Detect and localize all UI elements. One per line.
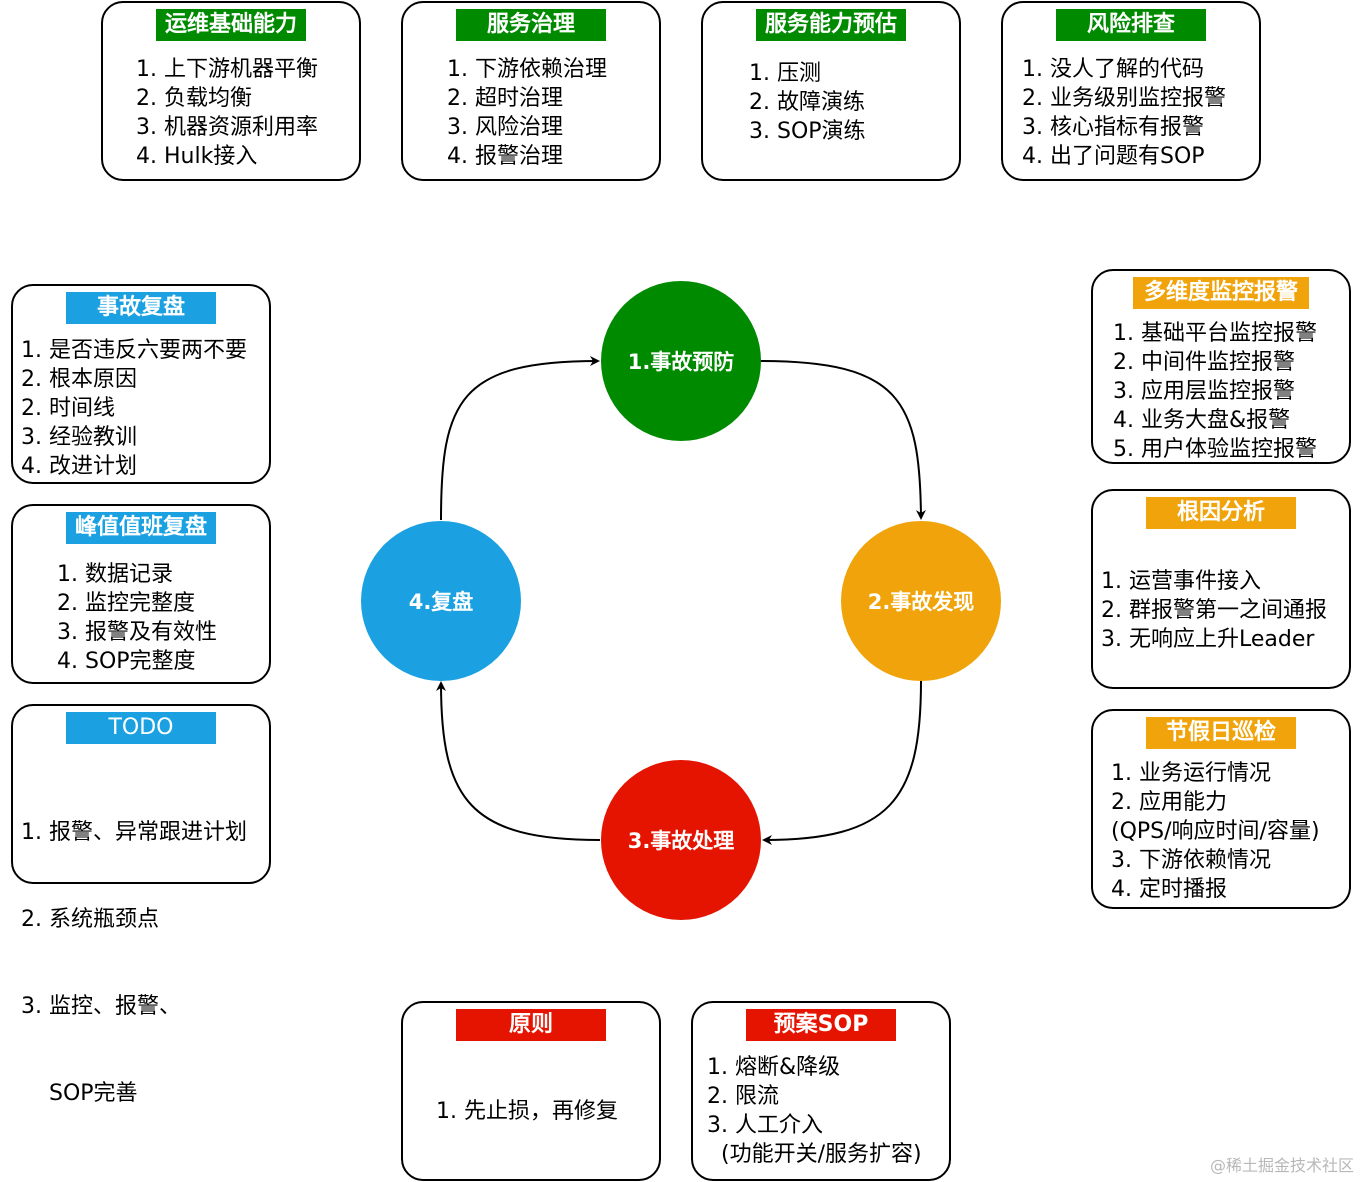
multi-dim-monitor-box: 多维度监控报警 1. 基础平台监控报警 2. 中间件监控报警 3. 应用层监控报… [1091,269,1351,464]
incident-review-title: 事故复盘 [66,292,216,324]
todo-title: TODO [66,712,216,744]
list-item: 1. 运营事件接入 [1101,569,1261,594]
cycle-prevent-node: 1.事故预防 [601,281,761,441]
cycle-review-label: 4.复盘 [408,590,474,614]
list-item: 2. 限流 [707,1084,779,1109]
list-item: (QPS/响应时间/容量) [1111,819,1320,844]
ops-capability-title: 运维基础能力 [156,9,306,41]
holiday-inspection-list: 1. 业务运行情况 2. 应用能力 (QPS/响应时间/容量) 3. 下游依赖情… [1111,759,1320,904]
list-item: 2. 故障演练 [749,90,865,115]
list-item: 2. 负载均衡 [136,86,252,111]
contingency-sop-list: 1. 熔断&降级 2. 限流 3. 人工介入 (功能开关/服务扩容) [707,1053,922,1169]
service-governance-title: 服务治理 [456,9,606,41]
risk-check-title: 风险排查 [1056,9,1206,41]
list-item: 1. 是否违反六要两不要 [21,338,247,363]
list-item: 4. 改进计划 [21,454,137,479]
list-item: 3. 人工介入 [707,1113,823,1138]
list-item: 4. SOP完整度 [57,649,196,674]
list-item: SOP完善 [21,1081,138,1106]
capacity-estimate-title: 服务能力预估 [756,9,906,41]
root-cause-list: 1. 运营事件接入 2. 群报警第一之间通报 3. 无响应上升Leader [1101,567,1327,654]
list-item: 3. 应用层监控报警 [1113,379,1295,404]
cycle-detect-label: 2.事故发现 [867,590,975,614]
multi-dim-monitor-title: 多维度监控报警 [1133,277,1309,309]
service-governance-list: 1. 下游依赖治理 2. 超时治理 3. 风险治理 4. 报警治理 [447,55,607,171]
principle-title: 原则 [456,1009,606,1041]
cycle-handle-node: 3.事故处理 [601,760,761,920]
watermark: @稀土掘金技术社区 [1209,1156,1354,1175]
peak-duty-review-box: 峰值值班复盘 1. 数据记录 2. 监控完整度 3. 报警及有效性 4. SOP… [11,504,271,684]
cycle-handle-label: 3.事故处理 [627,829,735,853]
list-item: 1. 数据记录 [57,562,173,587]
contingency-sop-title: 预案SOP [746,1009,896,1041]
list-item: 3. 机器资源利用率 [136,115,318,140]
root-cause-title: 根因分析 [1146,497,1296,529]
peak-duty-review-list: 1. 数据记录 2. 监控完整度 3. 报警及有效性 4. SOP完整度 [57,560,217,676]
list-item: 2. 群报警第一之间通报 [1101,598,1327,623]
cycle-detect-node: 2.事故发现 [841,521,1001,681]
capacity-estimate-list: 1. 压测 2. 故障演练 3. SOP演练 [749,59,866,146]
list-item: 1. 业务运行情况 [1111,761,1271,786]
risk-check-list: 1. 没人了解的代码 2. 业务级别监控报警 3. 核心指标有报警 4. 出了问… [1022,55,1226,171]
list-item: 4. 定时播报 [1111,877,1227,902]
list-item: 1. 上下游机器平衡 [136,57,318,82]
list-item: 3. 经验教训 [21,425,137,450]
incident-review-box: 事故复盘 1. 是否违反六要两不要 2. 根本原因 2. 时间线 3. 经验教训… [11,284,271,484]
list-item: 4. 出了问题有SOP [1022,144,1205,169]
list-item: 3. 无响应上升Leader [1101,627,1315,652]
list-item: 4. 业务大盘&报警 [1113,408,1291,433]
cycle-review-node: 4.复盘 [361,521,521,681]
principle-list: 1. 先止损，再修复 [436,1097,618,1126]
list-item: (功能开关/服务扩容) [707,1142,922,1167]
arrow-prevent-to-detect [759,360,926,520]
service-governance-box: 服务治理 1. 下游依赖治理 2. 超时治理 3. 风险治理 4. 报警治理 [401,1,661,181]
list-item: 3. SOP演练 [749,119,866,144]
list-item: 1. 压测 [749,61,821,86]
incident-review-list: 1. 是否违反六要两不要 2. 根本原因 2. 时间线 3. 经验教训 4. 改… [21,336,247,481]
ops-capability-box: 运维基础能力 1. 上下游机器平衡 2. 负载均衡 3. 机器资源利用率 4. … [101,1,361,181]
multi-dim-monitor-list: 1. 基础平台监控报警 2. 中间件监控报警 3. 应用层监控报警 4. 业务大… [1113,319,1317,464]
todo-box: TODO 1. 报警、异常跟进计划 2. 系统瓶颈点 3. 监控、报警、 SOP… [11,704,271,1106]
list-item: 2. 中间件监控报警 [1113,350,1295,375]
contingency-sop-box: 预案SOP 1. 熔断&降级 2. 限流 3. 人工介入 (功能开关/服务扩容) [691,1001,951,1181]
list-item: 1. 下游依赖治理 [447,57,607,82]
list-item: 2. 系统瓶颈点 [21,907,159,932]
list-item: 2. 根本原因 [21,367,137,392]
list-item: 5. 用户体验监控报警 [1113,437,1317,462]
list-item: 1. 报警、异常跟进计划 [21,820,247,845]
arrow-review-to-prevent [440,356,600,521]
list-item: 1. 基础平台监控报警 [1113,321,1317,346]
principle-box: 原则 1. 先止损，再修复 [401,1001,661,1181]
list-item: 2. 应用能力 [1111,790,1227,815]
holiday-inspection-box: 节假日巡检 1. 业务运行情况 2. 应用能力 (QPS/响应时间/容量) 3.… [1091,709,1351,909]
list-item: 1. 先止损，再修复 [436,1099,618,1124]
cycle-prevent-label: 1.事故预防 [627,350,735,374]
list-item: 1. 没人了解的代码 [1022,57,1204,82]
list-item: 2. 业务级别监控报警 [1022,86,1226,111]
list-item: 3. 报警及有效性 [57,620,217,645]
list-item: 2. 超时治理 [447,86,563,111]
todo-list: 1. 报警、异常跟进计划 2. 系统瓶颈点 3. 监控、报警、 SOP完善 [21,760,247,1166]
ops-capability-list: 1. 上下游机器平衡 2. 负载均衡 3. 机器资源利用率 4. Hulk接入 [136,55,318,171]
list-item: 3. 核心指标有报警 [1022,115,1204,140]
capacity-estimate-box: 服务能力预估 1. 压测 2. 故障演练 3. SOP演练 [701,1,961,181]
list-item: 3. 监控、报警、 [21,994,181,1019]
arrow-detect-to-handle [762,680,922,845]
list-item: 4. Hulk接入 [136,144,258,169]
list-item: 2. 时间线 [21,396,115,421]
list-item: 4. 报警治理 [447,144,563,169]
list-item: 3. 下游依赖情况 [1111,848,1271,873]
list-item: 2. 监控完整度 [57,591,195,616]
holiday-inspection-title: 节假日巡检 [1146,717,1296,749]
peak-duty-review-title: 峰值值班复盘 [66,512,216,544]
arrow-handle-to-review [436,681,601,841]
list-item: 1. 熔断&降级 [707,1055,841,1080]
risk-check-box: 风险排查 1. 没人了解的代码 2. 业务级别监控报警 3. 核心指标有报警 4… [1001,1,1261,181]
root-cause-box: 根因分析 1. 运营事件接入 2. 群报警第一之间通报 3. 无响应上升Lead… [1091,489,1351,689]
list-item: 3. 风险治理 [447,115,563,140]
